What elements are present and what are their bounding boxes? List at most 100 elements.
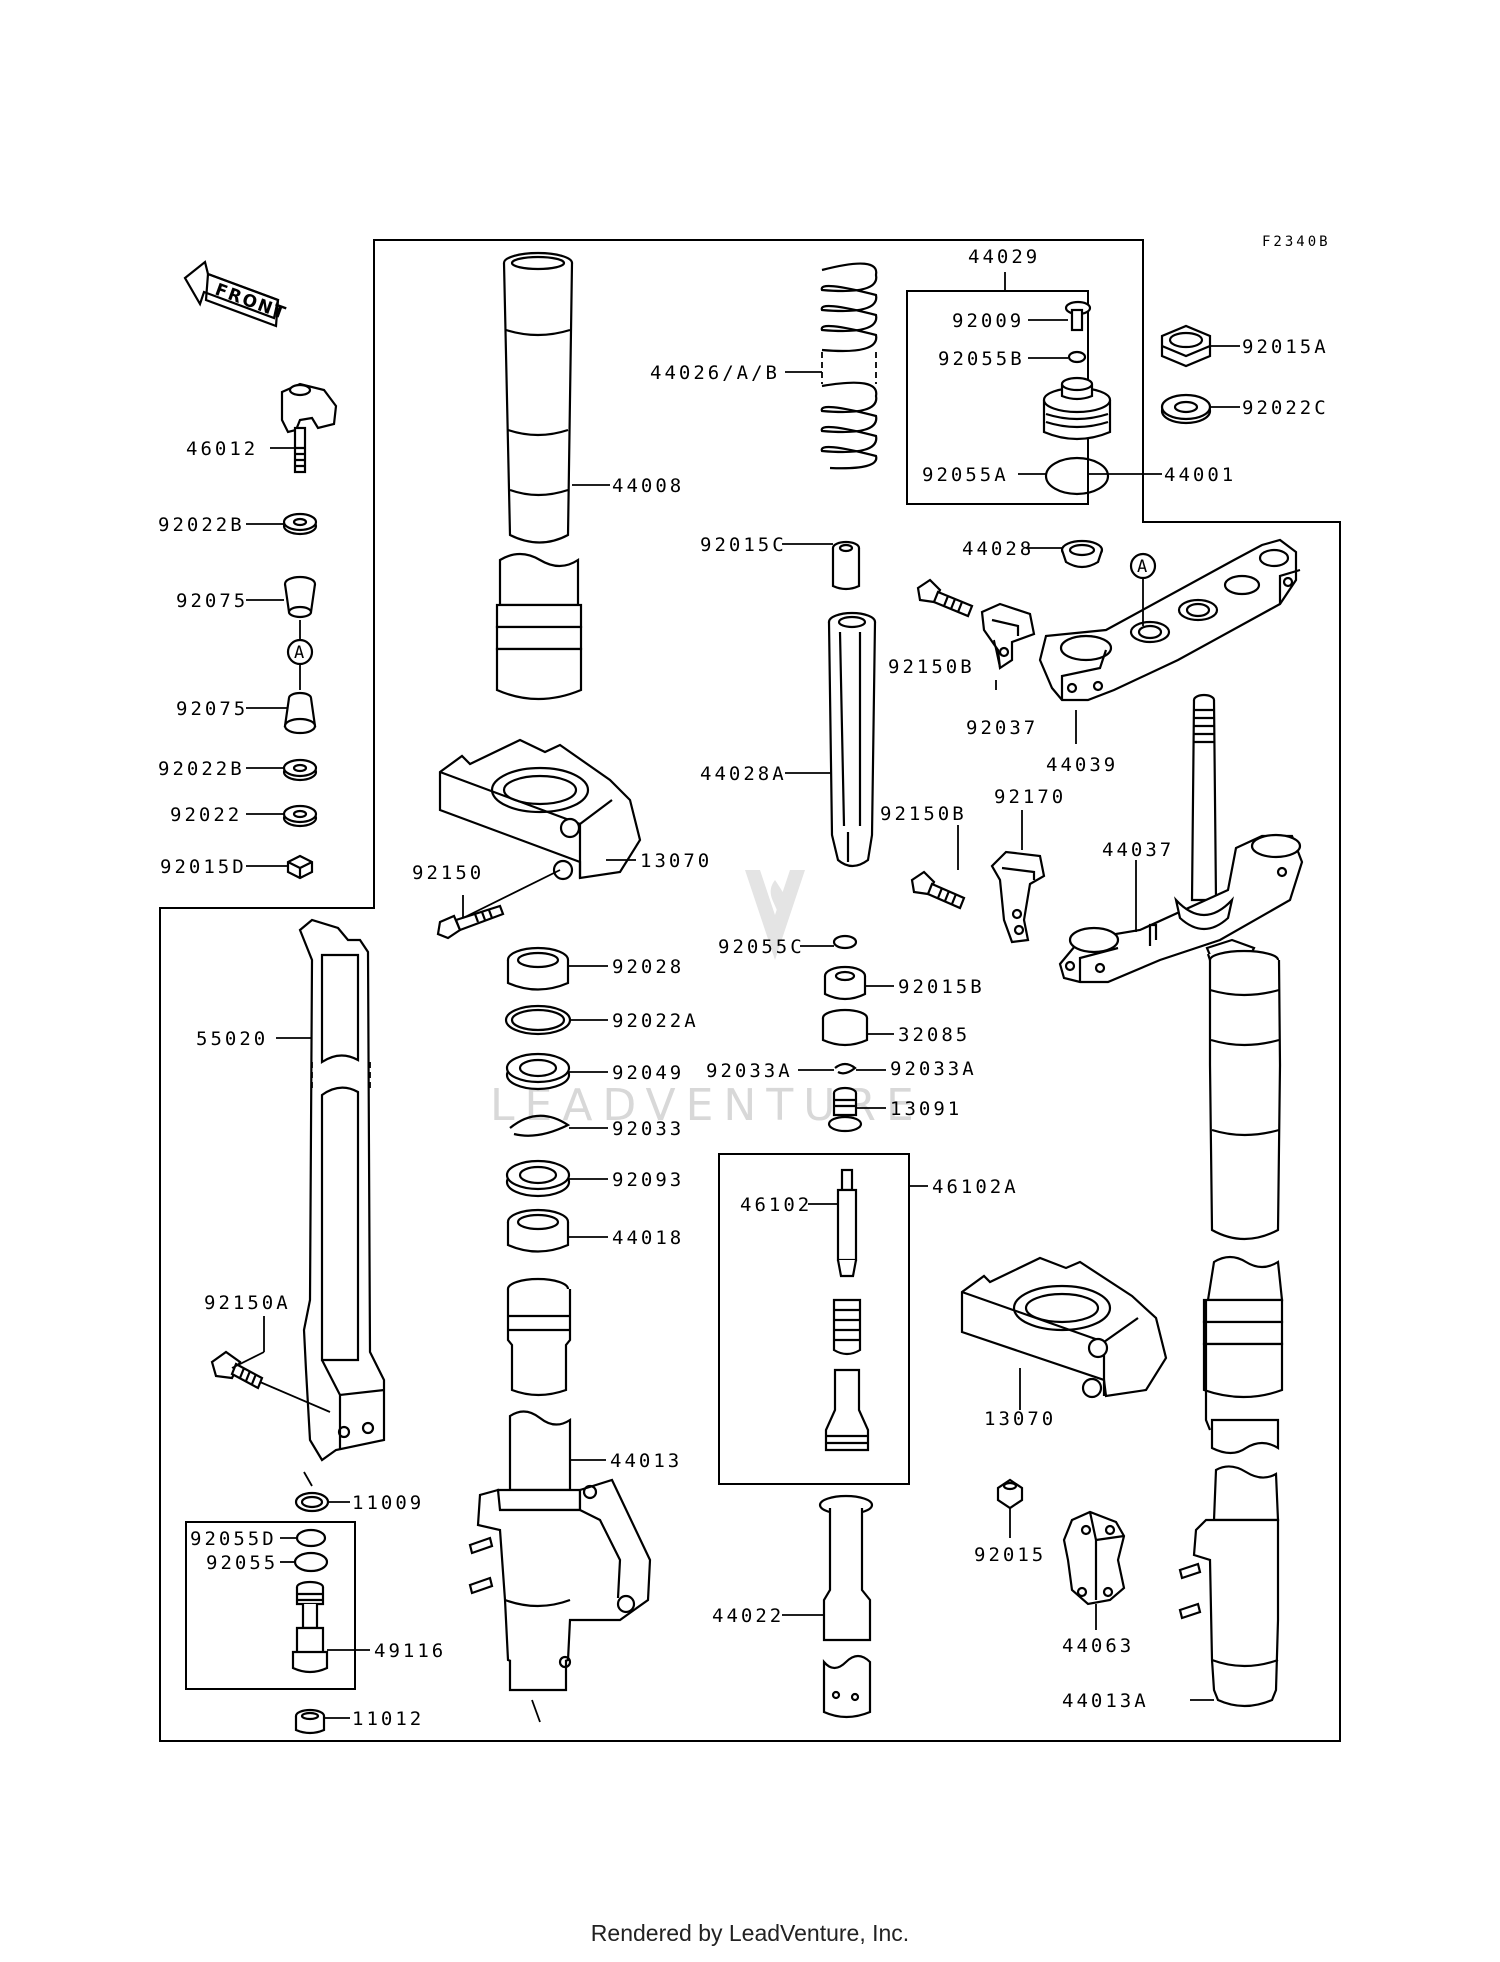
clip-92033A	[834, 1062, 857, 1075]
label-44022: 44022	[712, 1605, 784, 1627]
ref-circle-a-right: A	[1129, 552, 1157, 626]
label-55020: 55020	[196, 1028, 268, 1050]
fork-guard-55020	[298, 918, 386, 1462]
label-92009: 92009	[952, 310, 1024, 332]
oil-seal-92049	[505, 1052, 571, 1091]
watermark: LEADVENTURE	[490, 870, 914, 1131]
bushing-92028	[506, 946, 570, 991]
label-92150A: 92150A	[204, 1292, 291, 1314]
label-92037: 92037	[966, 717, 1038, 739]
bracket-92037	[980, 602, 1036, 670]
oring-92055	[293, 1551, 329, 1573]
label-92055A: 92055A	[922, 464, 1009, 486]
label-44026AB: 44026/A/B	[650, 362, 780, 384]
label-13070-a: 13070	[640, 850, 712, 872]
label-44013A: 44013A	[1062, 1690, 1149, 1712]
oring-92055C	[832, 934, 858, 950]
clip-92033	[509, 1114, 571, 1137]
upper-clamp-44039	[1038, 538, 1301, 702]
oring-92055A	[1044, 456, 1110, 496]
fork-cap	[1042, 376, 1112, 441]
washer-92022B-bottom	[282, 758, 318, 782]
label-92075-b: 92075	[176, 698, 248, 720]
label-32085: 32085	[898, 1024, 970, 1046]
label-49116: 49116	[374, 1640, 446, 1662]
dust-seal-92093	[505, 1159, 571, 1198]
cartridge-46102	[824, 1168, 870, 1452]
plug-44028	[1060, 539, 1104, 569]
clamp-13070-lower	[960, 1256, 1168, 1399]
valve-49116	[291, 1580, 329, 1674]
cartridge-kit-frame	[718, 1153, 910, 1485]
label-44039: 44039	[1046, 754, 1118, 776]
footer-credit: Rendered by LeadVenture, Inc.	[590, 1920, 910, 1946]
bolt-92150	[436, 904, 505, 940]
label-13070-b: 13070	[984, 1408, 1056, 1430]
bushing-44018	[506, 1208, 570, 1253]
washer-92022B-top	[282, 512, 318, 536]
label-44028: 44028	[962, 538, 1034, 560]
label-46012: 46012	[186, 438, 258, 460]
label-92055D: 92055D	[190, 1528, 277, 1550]
bolt-13091	[827, 1086, 863, 1133]
damper-rod-44028A	[827, 611, 877, 868]
label-92033A-b: 92033A	[890, 1058, 977, 1080]
holder-44063	[1062, 1510, 1126, 1606]
lower-clamp-44037	[1058, 693, 1304, 984]
svg-text:A: A	[1137, 557, 1147, 577]
assembly-frame	[159, 239, 1341, 1742]
label-92022: 92022	[170, 804, 242, 826]
label-44008: 44008	[612, 475, 684, 497]
label-92028: 92028	[612, 956, 684, 978]
washer-92022A	[504, 1004, 572, 1036]
label-92022B-b: 92022B	[158, 758, 245, 780]
nut-92015D	[286, 854, 314, 880]
oring-11009	[294, 1491, 330, 1513]
label-44028A: 44028A	[700, 763, 787, 785]
label-44013: 44013	[610, 1450, 682, 1472]
label-46102A: 46102A	[932, 1176, 1019, 1198]
label-44001: 44001	[1164, 464, 1236, 486]
label-44018: 44018	[612, 1227, 684, 1249]
label-92015D: 92015D	[160, 856, 247, 878]
bolt-92150B-upper	[916, 578, 974, 618]
label-92093: 92093	[612, 1169, 684, 1191]
collar-92015B	[823, 965, 867, 1001]
washer-92022	[282, 804, 318, 828]
label-92075-a: 92075	[176, 590, 248, 612]
label-92015A: 92015A	[1242, 336, 1329, 358]
label-92055C: 92055C	[718, 936, 805, 958]
clamp-13070-upper	[438, 738, 642, 881]
bolt-92150A	[210, 1350, 264, 1390]
label-44063: 44063	[1062, 1635, 1134, 1657]
outer-tube-right	[1202, 938, 1284, 1455]
svg-text:A: A	[294, 643, 304, 663]
inner-tube-44013	[468, 1277, 652, 1692]
label-92055B: 92055B	[938, 348, 1025, 370]
label-92015B: 92015B	[898, 976, 985, 998]
valve-kit-frame	[185, 1521, 356, 1690]
cylinder-44022	[818, 1494, 874, 1719]
label-44029: 44029	[968, 246, 1040, 268]
label-92015C: 92015C	[700, 534, 787, 556]
label-13091: 13091	[890, 1098, 962, 1120]
label-46102: 46102	[740, 1194, 812, 1216]
screw-92009	[1064, 300, 1092, 332]
bracket-92170	[990, 850, 1046, 944]
spring-44026	[820, 262, 878, 470]
diagram-code: F2340B	[1262, 234, 1331, 250]
label-92170: 92170	[994, 786, 1066, 808]
label-92150B-b: 92150B	[880, 803, 967, 825]
inner-tube-right	[1178, 1465, 1280, 1708]
front-arrow-icon: FRONT	[183, 260, 290, 328]
label-92033A-a: 92033A	[706, 1060, 793, 1082]
rubber-92075-top	[283, 575, 317, 619]
label-92049: 92049	[612, 1062, 684, 1084]
label-92022B-a: 92022B	[158, 514, 245, 536]
oring-92055B	[1067, 350, 1087, 364]
leader-lines	[231, 272, 1240, 1723]
nut-92015	[996, 1478, 1024, 1510]
label-92150: 92150	[412, 862, 484, 884]
rubber-92075-bottom	[283, 691, 317, 735]
